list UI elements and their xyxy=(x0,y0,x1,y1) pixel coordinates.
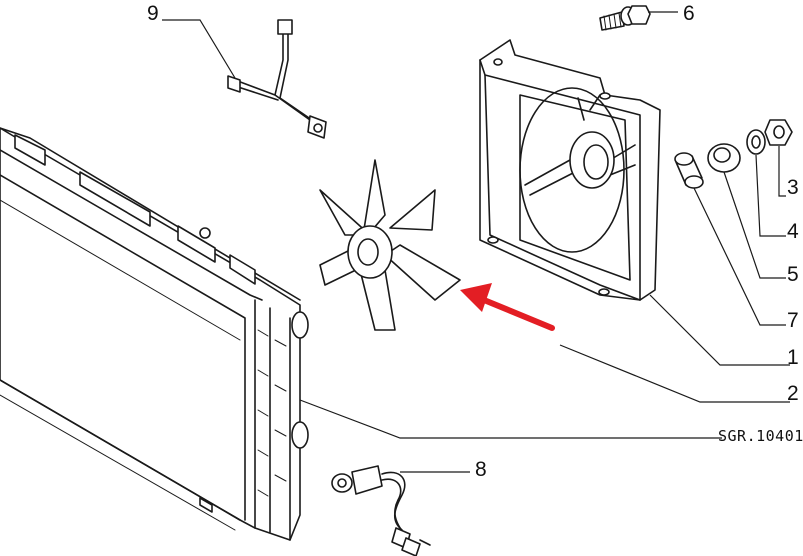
callout-3: 3 xyxy=(787,176,799,199)
leader-lines xyxy=(162,11,790,473)
fan-shroud xyxy=(479,39,661,301)
callout-labels: 9 6 3 4 5 7 1 2 8 SGR.10401 xyxy=(147,2,803,481)
callout-8: 8 xyxy=(475,458,487,481)
callout-9: 9 xyxy=(147,2,159,25)
thermal-switch xyxy=(331,465,431,556)
callout-7: 7 xyxy=(787,309,799,332)
fan-impeller xyxy=(319,159,461,331)
mounting-hardware xyxy=(674,119,793,189)
callout-1: 1 xyxy=(787,346,799,369)
radiator xyxy=(0,127,309,541)
reference-code: SGR.10401 xyxy=(718,427,803,445)
callout-4: 4 xyxy=(787,220,799,243)
callout-6: 6 xyxy=(683,2,695,25)
callout-5: 5 xyxy=(787,263,799,286)
wiring-harness xyxy=(227,19,327,139)
callout-2: 2 xyxy=(787,382,799,405)
bolt xyxy=(599,5,651,31)
highlight-arrow xyxy=(460,283,555,331)
